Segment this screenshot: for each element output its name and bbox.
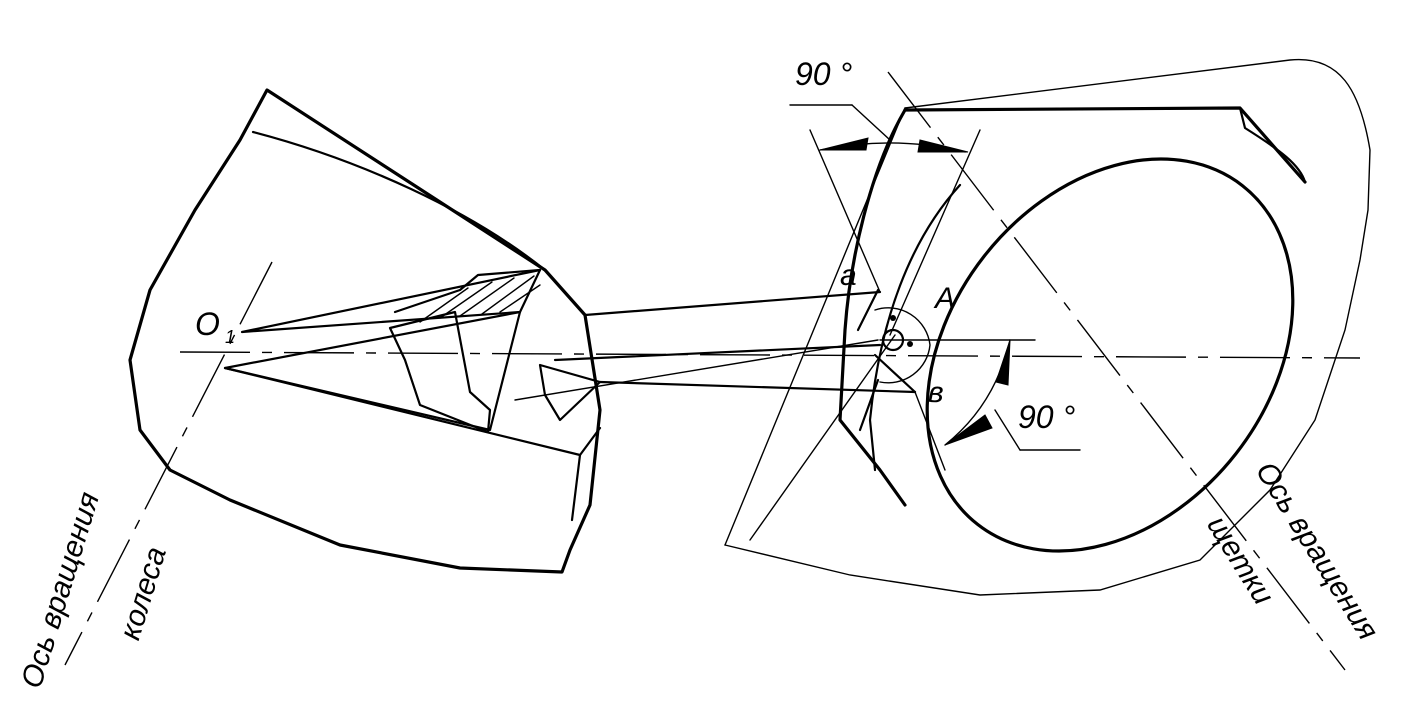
pivot-cross-b bbox=[873, 353, 917, 394]
lever-tip bbox=[538, 363, 602, 422]
brush-edge-short bbox=[1238, 106, 1307, 184]
fork-clamp-top bbox=[393, 268, 542, 314]
arrow-right-top bbox=[917, 139, 969, 153]
wheel-side-edge bbox=[570, 453, 582, 522]
brush-face bbox=[925, 157, 1295, 553]
wheel-outline bbox=[128, 88, 602, 574]
lever-arm bbox=[514, 290, 917, 422]
horizontal-axis bbox=[179, 351, 1361, 359]
fork-hatch bbox=[419, 275, 541, 323]
fork-lower-triangle bbox=[223, 310, 522, 432]
label-angle-bottom: 90 ° bbox=[1018, 399, 1075, 435]
brush-axis-caption-2: щетки bbox=[1200, 510, 1280, 611]
wheel-axis-caption: Ось вращения колеса bbox=[15, 488, 173, 692]
dot-a bbox=[890, 315, 896, 321]
pivot-rod bbox=[858, 378, 880, 432]
pivot-cross-a bbox=[856, 288, 880, 332]
arrow-bottom bbox=[944, 414, 993, 446]
brush-housing bbox=[724, 58, 1371, 596]
dot-b bbox=[907, 341, 913, 347]
wheel-rim-line bbox=[251, 130, 547, 272]
arrow-left-top bbox=[819, 137, 869, 151]
pivot-hub bbox=[856, 288, 1036, 432]
wheel-axis bbox=[64, 261, 273, 666]
fork-clamp bbox=[388, 310, 492, 434]
label-point-A: A bbox=[933, 282, 955, 315]
brush-axis-caption-1: Ось вращения bbox=[1249, 456, 1385, 646]
lever-upper-edge bbox=[583, 290, 882, 317]
construction-lines bbox=[749, 104, 1081, 541]
label-point-o-sub: 1 bbox=[225, 327, 235, 347]
brush-axis bbox=[887, 71, 1346, 671]
wheel-axis-caption-2: колеса bbox=[114, 543, 173, 644]
lever-inner-line bbox=[553, 343, 882, 362]
brush-housing-left bbox=[724, 107, 906, 546]
wheel-body bbox=[128, 88, 602, 574]
angle-bottom-leader bbox=[994, 409, 1021, 451]
brush-disc bbox=[724, 58, 1371, 596]
fork-upper-triangle bbox=[240, 268, 542, 334]
lever-lower-edge bbox=[598, 380, 917, 394]
label-point-b: в bbox=[928, 376, 944, 409]
lever-center-line bbox=[514, 339, 879, 401]
arrow-up bbox=[995, 339, 1011, 386]
labels: 90 ° 90 ° a A в O 1 Ось вращения колеса … bbox=[15, 56, 1385, 692]
brush-side-edge bbox=[903, 106, 1307, 184]
axes bbox=[64, 71, 1361, 671]
angle-arrows bbox=[819, 137, 1011, 446]
label-angle-top: 90 ° bbox=[795, 56, 852, 92]
brush-axis-caption: Ось вращения щетки bbox=[1200, 456, 1385, 646]
label-point-o: O bbox=[195, 306, 220, 342]
fork-assembly bbox=[223, 268, 542, 434]
label-point-a: a bbox=[840, 259, 857, 292]
wheel-axis-caption-1: Ось вращения bbox=[15, 488, 106, 692]
brush-inner-ring bbox=[868, 183, 962, 472]
